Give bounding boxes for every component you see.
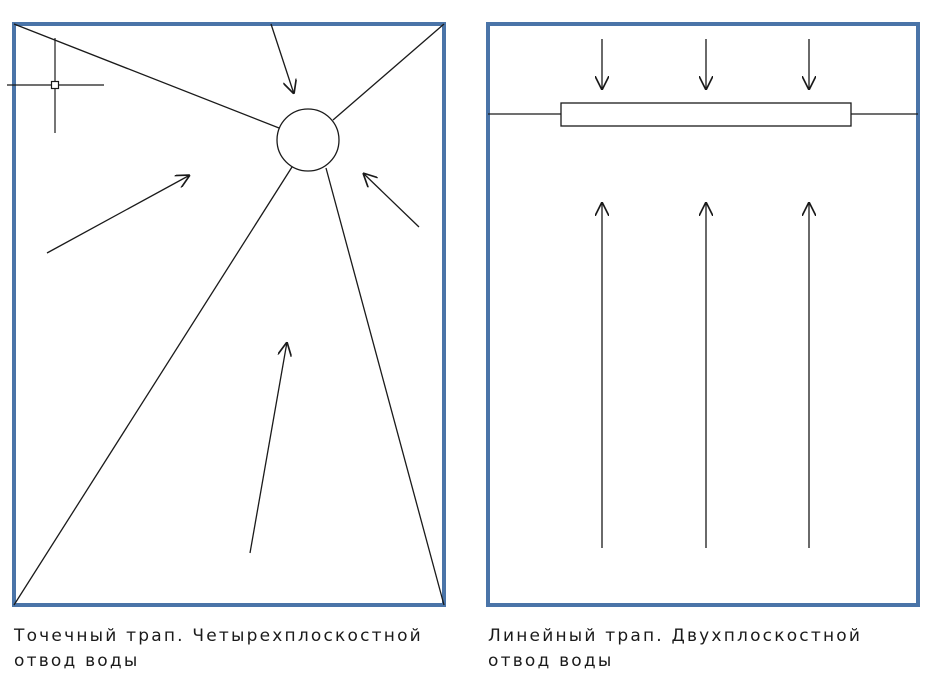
point-drain-caption-line-2: отвод воды: [14, 651, 140, 671]
linear-drain-caption: Линейный трап. Двухплоскостной отвод вод…: [488, 624, 862, 674]
flow-arrow-right: [363, 173, 420, 228]
slope-line-top-left: [13, 23, 280, 129]
point-drain-frame: [12, 22, 446, 607]
slope-line-bottom-left: [13, 166, 293, 606]
linear-drain-caption-line-1: Линейный трап. Двухплоскостной: [488, 626, 863, 646]
linear-drain-channel: [560, 102, 852, 127]
point-drain-caption-line-1: Точечный трап. Четырехплоскостной: [14, 626, 423, 646]
slope-line-top-right: [332, 23, 445, 121]
linear-drain-frame: [486, 22, 920, 607]
flow-arrow-bottom: [249, 342, 287, 554]
point-drain-circle: [276, 108, 340, 172]
crosshair-cursor-icon: [7, 38, 104, 133]
point-drain-caption: Точечный трап. Четырехплоскостной отвод …: [14, 624, 423, 674]
slope-line-bottom-right: [325, 167, 445, 606]
flow-arrow-top: [270, 23, 294, 94]
linear-drain-caption-line-2: отвод воды: [488, 651, 614, 671]
point-drain-diagram: [12, 22, 446, 607]
flow-arrow-left: [46, 175, 190, 254]
linear-drain-diagram: [486, 22, 920, 607]
